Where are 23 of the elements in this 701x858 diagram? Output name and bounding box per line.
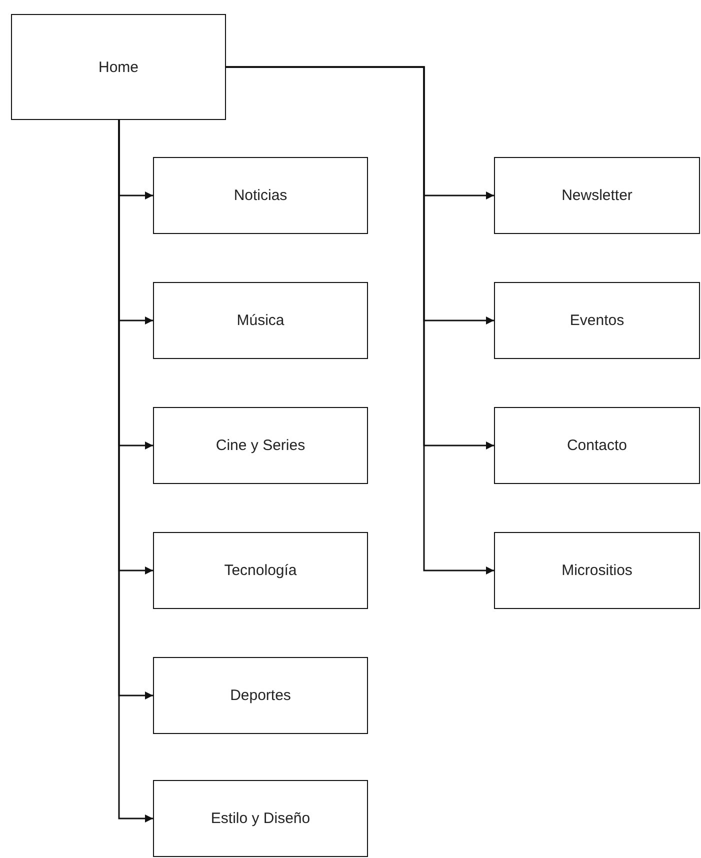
page-label: Micrositios [562, 562, 632, 579]
page-label: Música [236, 312, 284, 329]
page-box [153, 407, 368, 484]
page-box [153, 780, 368, 857]
page-box [494, 282, 700, 359]
page-label: Tecnología [224, 562, 297, 579]
page-label: Newsletter [562, 187, 632, 204]
page-box [153, 532, 368, 609]
page-box [494, 407, 700, 484]
page-box [153, 282, 368, 359]
page-label: Deportes [230, 687, 291, 704]
page-label: Noticias [234, 187, 288, 204]
connector-arrow [226, 66, 494, 574]
page-box [153, 157, 368, 234]
page-box [494, 532, 700, 609]
page-label: Home [98, 58, 138, 76]
page-box [494, 157, 700, 234]
page-label: Contacto [566, 437, 628, 454]
page-label: Eventos [570, 312, 624, 329]
page-box [153, 657, 368, 734]
page-box [11, 14, 226, 120]
page-label: Estilo y Diseño [210, 810, 310, 827]
page-label: Cine y Series [216, 437, 306, 454]
